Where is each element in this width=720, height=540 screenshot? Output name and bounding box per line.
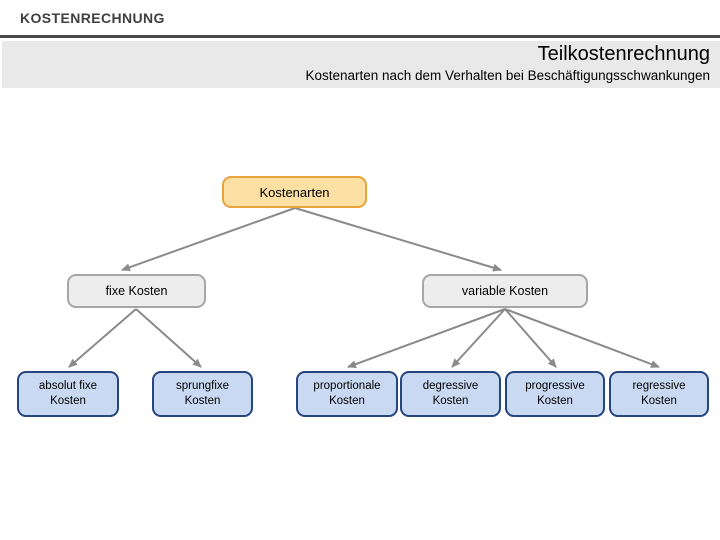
connector-variable-to-progressive (504, 308, 557, 368)
node-label-line: sprungfixe (175, 380, 230, 392)
connector-variable-to-degressive (451, 308, 506, 368)
node-label-line: Kosten (537, 395, 573, 407)
header-divider (0, 35, 720, 38)
node-kostenarten: Kostenarten (222, 176, 367, 208)
connector-fixe-to-absolut (68, 308, 137, 368)
node-absolut-fixe-kosten: absolut fixe Kosten (17, 371, 119, 417)
node-label-line: absolut fixe (38, 380, 98, 392)
node-label-line: Kosten (641, 395, 677, 407)
connector-variable-to-proportional (347, 308, 506, 368)
node-label-line: proportionale (313, 380, 381, 392)
node-variable-kosten: variable Kosten (422, 274, 588, 308)
node-label-line: Kosten (329, 395, 365, 407)
connector-root-to-fixe (121, 207, 296, 272)
node-sprungfixe-kosten: sprungfixe Kosten (152, 371, 253, 417)
node-label-line: Kosten (184, 395, 221, 407)
connector-variable-to-regressive (504, 308, 660, 368)
node-regressive-kosten: regressive Kosten (609, 371, 709, 417)
node-label-line: progressive (525, 380, 585, 392)
node-fixe-kosten: fixe Kosten (67, 274, 206, 308)
title-band: Teilkostenrechnung Kostenarten nach dem … (2, 41, 720, 88)
slide-header-title: KOSTENRECHNUNG (20, 10, 165, 26)
node-label-line: Kosten (432, 395, 469, 407)
connector-root-to-variable (294, 207, 502, 272)
slide-subtitle: Kostenarten nach dem Verhalten bei Besch… (305, 68, 710, 83)
connector-fixe-to-sprungfixe (135, 308, 202, 368)
node-label-line: Kosten (50, 395, 86, 407)
node-progressive-kosten: progressive Kosten (505, 371, 605, 417)
slide-title: Teilkostenrechnung (537, 43, 710, 65)
node-label-line: degressive (422, 380, 479, 392)
node-degressive-kosten: degressive Kosten (400, 371, 501, 417)
node-label-line: regressive (632, 380, 686, 392)
node-proportionale-kosten: proportionale Kosten (296, 371, 398, 417)
